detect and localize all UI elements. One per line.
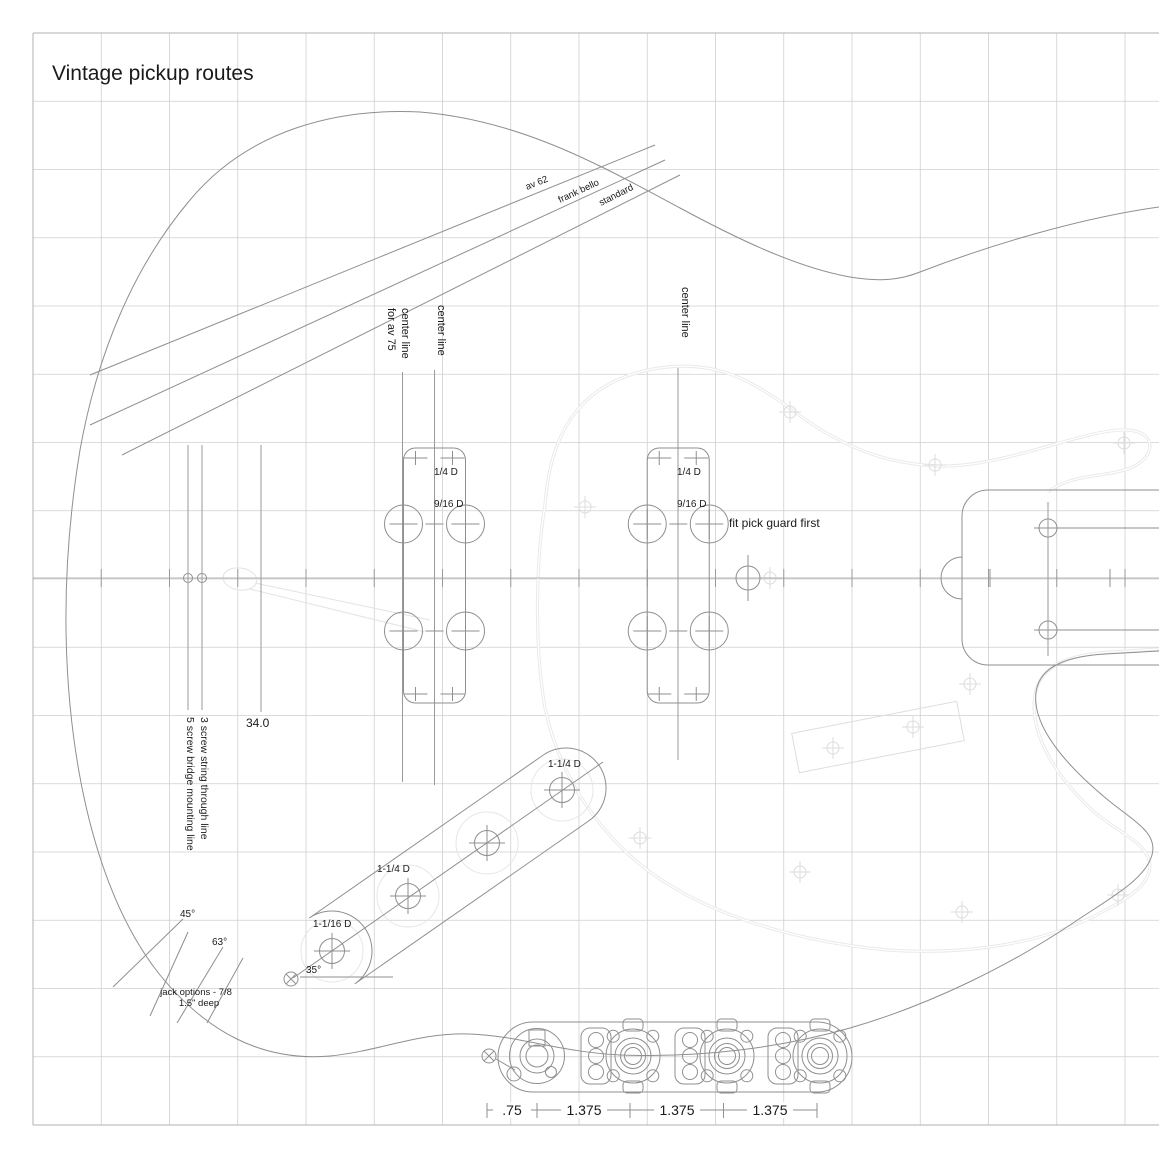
control-plate-holes [314, 772, 580, 969]
dimension-line [486, 1102, 818, 1118]
vertical-reference-lines [187, 368, 679, 785]
pickup-routes [384, 447, 729, 704]
screw-mark [902, 716, 924, 738]
pickup-route [384, 447, 485, 704]
dimension-ticks [486, 1103, 818, 1118]
neck-pickup-screw-dia-label: 1/4 D [434, 467, 458, 478]
jack-socket [506, 1028, 565, 1084]
page-title: Vintage pickup routes [52, 62, 254, 85]
jack-options-note-line2: 1.5" deep [179, 998, 219, 1009]
potentiometer [767, 1018, 848, 1094]
control-plate-detail [481, 1018, 853, 1094]
screw-mark [959, 673, 981, 695]
pickguard-screws [574, 401, 1135, 923]
potentiometers [580, 1018, 848, 1094]
scale-length-label: 34.0 [246, 716, 270, 730]
neck-option-label-standard: standard [597, 182, 635, 209]
jack-option-lines [112, 918, 244, 1024]
potentiometer [580, 1018, 661, 1094]
screw-mark [924, 454, 946, 476]
thumb-rest-outline [791, 700, 965, 774]
screw-mark [574, 496, 596, 518]
screw-mark [789, 861, 811, 883]
bridge-mounting-line-label: 5 screw bridge mounting line [184, 717, 196, 851]
center-line-bridge-label: center line [679, 287, 691, 338]
pickup-route [627, 447, 729, 704]
knob2-dia-label: 1-1/4 D [377, 864, 410, 875]
screw-mark [1107, 884, 1129, 906]
drawing-border [32, 32, 1159, 1126]
control-plate-route [283, 747, 607, 987]
jack-angle-45-label: 45° [180, 909, 195, 920]
jack-hole-dia-label: 1-1/16 D [313, 919, 351, 930]
screw-mark [1113, 432, 1135, 454]
screw-mark [779, 401, 801, 423]
dim-1375-label-2: 1.375 [659, 1102, 694, 1118]
potentiometer [674, 1018, 755, 1094]
center-line-neck-label: center line [435, 305, 447, 356]
jack-options-note-line1: jack options - 7/8 [159, 987, 232, 998]
bridge-pickup-screw-dia-label: 1/4 D [677, 467, 701, 478]
jack-leader [481, 1048, 516, 1071]
jack-angle-63-label: 63° [212, 937, 227, 948]
screw-mark [629, 827, 651, 849]
plate-angle-label: 35° [306, 965, 321, 976]
bridge-pickup-ear-dia-label: 9/16 D [677, 499, 706, 510]
guitar-body-outline [65, 111, 1159, 1058]
pickguard-outline [535, 364, 1159, 953]
center-line-av75-label-line1: center line [399, 308, 411, 359]
neck-pocket [940, 489, 1159, 666]
dim-1375-label-1: 1.375 [566, 1102, 601, 1118]
string-through-line-label: 3 screw string through line [198, 717, 210, 840]
screw-mark [951, 901, 973, 923]
knob4-dia-label: 1-1/4 D [548, 759, 581, 770]
neck-option-lines [89, 144, 681, 456]
neck-pickup-ear-dia-label: 9/16 D [434, 499, 463, 510]
dim-1375-label-3: 1.375 [752, 1102, 787, 1118]
dim-75-label: .75 [502, 1102, 522, 1118]
screw-mark [822, 737, 844, 759]
center-line-av75-label-line2: for av 75 [385, 308, 397, 351]
fit-pickguard-note: fit pick guard first [729, 516, 820, 530]
